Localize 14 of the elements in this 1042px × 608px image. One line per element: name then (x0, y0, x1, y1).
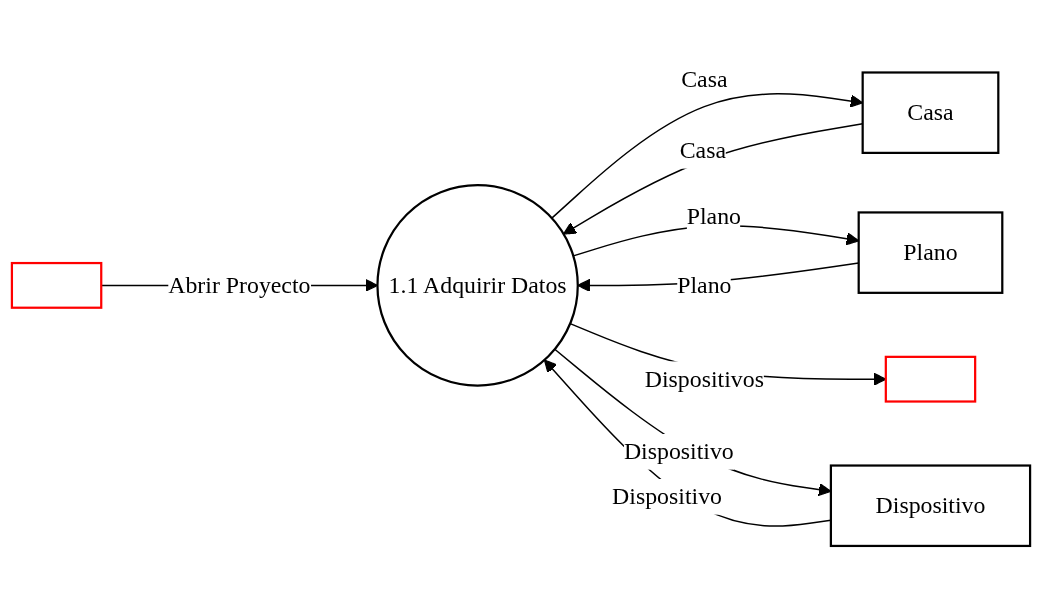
edge-label: Dispositivos (644, 365, 764, 392)
node-box (884, 355, 977, 403)
edge-label: Dispositivo (612, 483, 722, 509)
node-box: Dispositivo (829, 464, 1032, 548)
node-box: Plano (857, 211, 1004, 294)
edge-label: Plano (677, 271, 732, 298)
edge-label: Abrir Proyecto (168, 271, 311, 298)
edge-label: Plano (686, 203, 741, 229)
node-box: Casa (861, 71, 1000, 154)
edge-label: Casa (679, 137, 726, 163)
node-circle: 1.1 Adquirir Datos (376, 184, 579, 387)
edge-label: Casa (681, 66, 728, 92)
edge-label: Dispositivo (623, 438, 734, 464)
node-box (10, 261, 103, 309)
